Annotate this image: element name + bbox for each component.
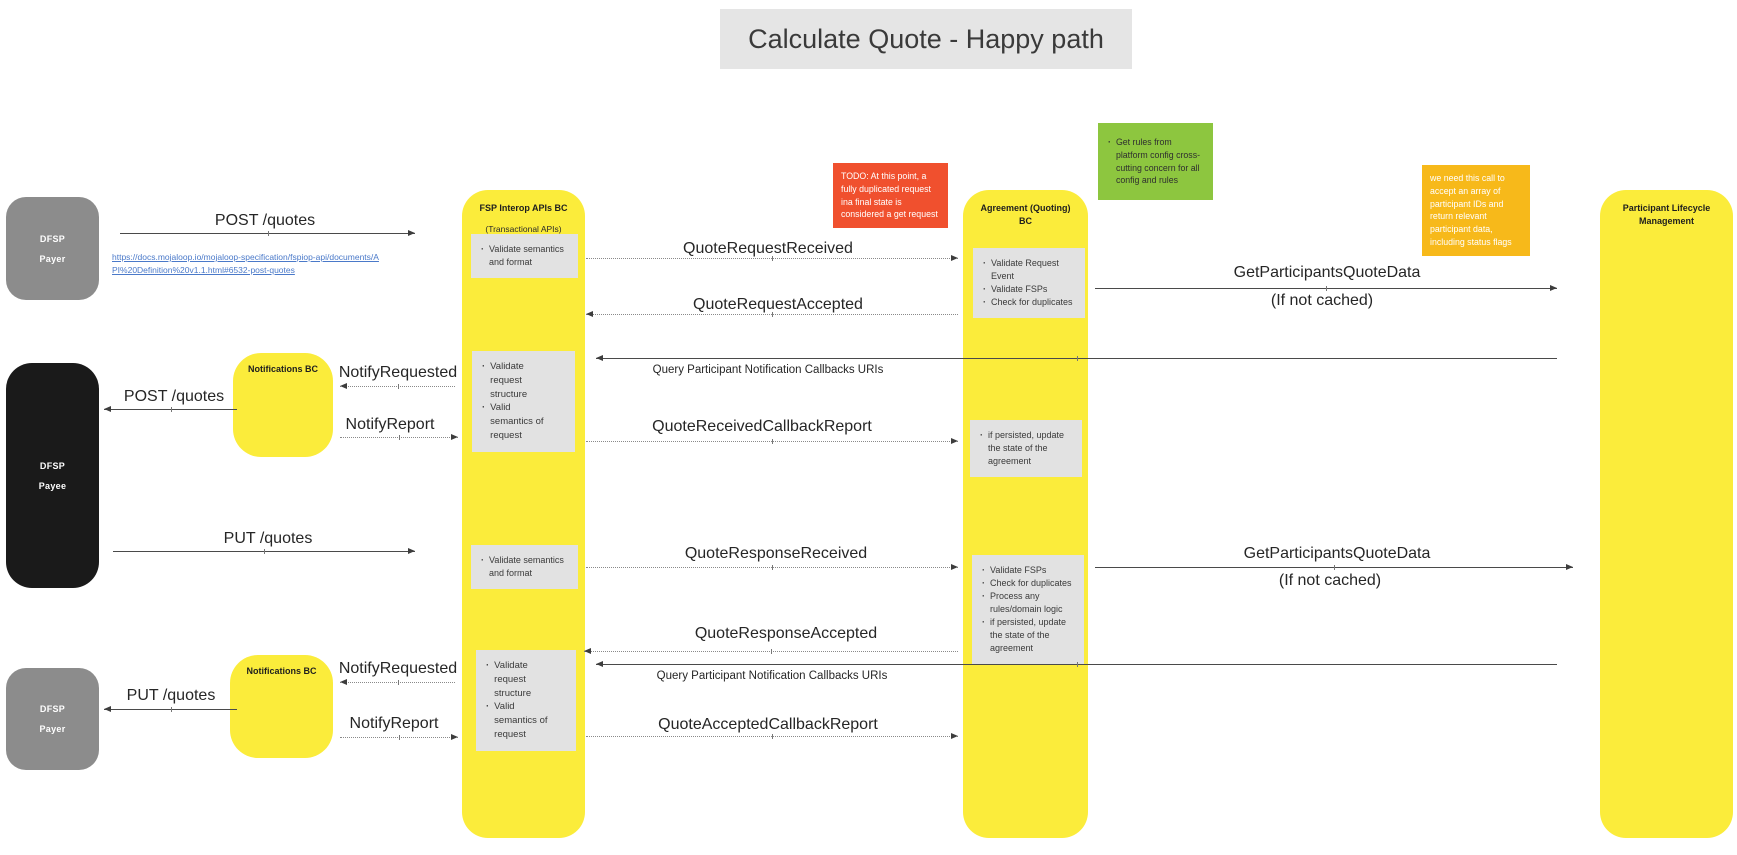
actor-label: DFSP — [39, 233, 66, 244]
message-label-notify-report-1: NotifyReport — [345, 416, 435, 433]
lane-fsp-interop-title: FSP Interop APIs BC — [479, 203, 568, 213]
message-label-query-callbacks-2: Query Participant Notification Callbacks… — [656, 670, 888, 682]
note-agreement-persist-1[interactable]: if persisted, update the state of the ag… — [970, 420, 1082, 478]
arrow-quote-response-accepted — [584, 648, 958, 654]
arrow-quote-request-accepted — [586, 311, 958, 317]
message-label-quote-request-received: QuoteRequestReceived — [683, 240, 853, 257]
message-label-if-not-cached-2: (If not cached) — [1278, 572, 1382, 589]
message-label-notify-requested-2: NotifyRequested — [338, 660, 458, 677]
note-line: Validate semantics and format — [489, 555, 564, 579]
box-notifications-bc-bottom[interactable]: Notifications BC — [230, 655, 333, 758]
actor-dfsp-payer-bottom[interactable]: DFSP Payer — [6, 668, 99, 770]
arrow-quote-accepted-callback-report — [586, 733, 958, 739]
message-label-notify-report-2: NotifyReport — [349, 715, 439, 732]
actor-label: Payee — [38, 480, 67, 491]
message-label-get-participants-2: GetParticipantsQuoteData — [1243, 545, 1431, 562]
message-label-get-participants-1: GetParticipantsQuoteData — [1233, 264, 1421, 281]
lane-fsp-interop-subtitle: (Transactional APIs) — [485, 223, 562, 234]
message-label-put-quotes-2: PUT /quotes — [126, 687, 216, 704]
arrow-post-quotes-1 — [120, 230, 415, 236]
message-label-quote-response-accepted: QuoteResponseAccepted — [694, 625, 878, 642]
note-line: Validate Request Event — [991, 258, 1059, 282]
note-line: Validate FSPs — [991, 284, 1048, 295]
diagram-title-text: Calculate Quote - Happy path — [748, 23, 1104, 54]
arrow-quote-request-received — [586, 255, 958, 261]
note-line: Check for duplicates — [991, 297, 1073, 308]
note-line: Process any rules/domain logic — [990, 591, 1063, 615]
lane-participant-lifecycle[interactable]: Participant Lifecycle Management — [1600, 190, 1733, 838]
sticky-todo-duplicate-request[interactable]: TODO: At this point, a fully duplicated … — [833, 163, 948, 228]
arrow-notify-requested-2 — [340, 679, 455, 685]
note-line: Valid semantics of request — [490, 402, 544, 441]
arrow-put-quotes-1 — [113, 548, 415, 554]
box-notifications-bc-top[interactable]: Notifications BC — [233, 353, 333, 457]
note-fsp-validate-structure-1[interactable]: Validate request structure Valid semanti… — [472, 351, 575, 452]
note-fsp-validate-semantics-1[interactable]: Validate semantics and format — [471, 234, 578, 279]
arrow-notify-report-2 — [340, 734, 458, 740]
actor-label: Payer — [39, 253, 66, 264]
note-fsp-validate-semantics-2[interactable]: Validate semantics and format — [471, 545, 578, 590]
arrow-query-callbacks-2 — [596, 661, 1557, 667]
note-line: if persisted, update the state of the ag… — [988, 430, 1065, 467]
actor-label: DFSP — [39, 460, 66, 471]
note-line: Validate FSPs — [990, 565, 1047, 575]
actor-dfsp-payer-top[interactable]: DFSP Payer — [6, 197, 99, 300]
note-agreement-response-checks[interactable]: Validate FSPs Check for duplicates Proce… — [972, 555, 1084, 665]
arrow-post-quotes-2 — [104, 406, 237, 412]
sticky-text: TODO: At this point, a fully duplicated … — [841, 171, 938, 220]
notifications-bc-top-title: Notifications BC — [247, 364, 318, 374]
sticky-participants-array[interactable]: we need this call to accept an array of … — [1422, 165, 1530, 256]
message-label-quote-accepted-callback-report: QuoteAcceptedCallbackReport — [658, 716, 878, 733]
message-label-if-not-cached-1: (If not cached) — [1270, 292, 1374, 309]
note-line: Check for duplicates — [990, 578, 1072, 589]
arrow-notify-requested-1 — [340, 383, 455, 389]
message-label-post-quotes-1: POST /quotes — [214, 212, 316, 229]
arrow-query-callbacks-1 — [596, 355, 1557, 361]
arrow-put-quotes-2 — [104, 706, 237, 712]
note-line: Validate request structure — [490, 361, 528, 400]
spec-link[interactable]: https://docs.mojaloop.io/mojaloop-specif… — [112, 252, 379, 275]
arrow-get-participants-1 — [1095, 285, 1557, 291]
note-line: Validate request structure — [494, 660, 532, 699]
actor-label: DFSP — [39, 704, 66, 714]
note-line: Validate semantics and format — [489, 244, 564, 268]
message-label-put-quotes-1: PUT /quotes — [223, 530, 313, 547]
note-line: Valid semantics of request — [494, 701, 548, 740]
sticky-text: Get rules from platform config cross-cut… — [1115, 137, 1201, 186]
message-label-quote-request-accepted: QuoteRequestAccepted — [693, 296, 863, 313]
arrow-get-participants-2 — [1095, 564, 1573, 570]
message-label-quote-received-callback-report: QuoteReceivedCallbackReport — [652, 418, 872, 435]
arrow-notify-report-1 — [340, 434, 458, 440]
lane-participant-title: Participant Lifecycle Management — [1622, 203, 1711, 226]
actor-dfsp-payee[interactable]: DFSP Payee — [6, 363, 99, 588]
note-agreement-request-checks[interactable]: Validate Request Event Validate FSPs Che… — [973, 248, 1085, 319]
arrow-quote-received-callback-report — [586, 438, 958, 444]
message-label-quote-response-received: QuoteResponseReceived — [684, 545, 868, 562]
arrow-quote-response-received — [586, 564, 958, 570]
notifications-bc-bottom-title: Notifications BC — [246, 666, 317, 676]
lane-agreement-title: Agreement (Quoting) BC — [980, 203, 1071, 226]
message-label-notify-requested-1: NotifyRequested — [338, 364, 458, 381]
diagram-title[interactable]: Calculate Quote - Happy path — [720, 9, 1132, 69]
sticky-rules-platform-config[interactable]: Get rules from platform config cross-cut… — [1098, 123, 1213, 200]
actor-label: Payer — [39, 724, 66, 734]
note-fsp-validate-structure-2[interactable]: Validate request structure Valid semanti… — [476, 650, 576, 751]
message-label-post-quotes-2: POST /quotes — [123, 388, 225, 405]
note-line: if persisted, update the state of the ag… — [990, 617, 1067, 654]
message-label-query-callbacks-1: Query Participant Notification Callbacks… — [652, 364, 884, 376]
sticky-text: we need this call to accept an array of … — [1430, 173, 1512, 247]
